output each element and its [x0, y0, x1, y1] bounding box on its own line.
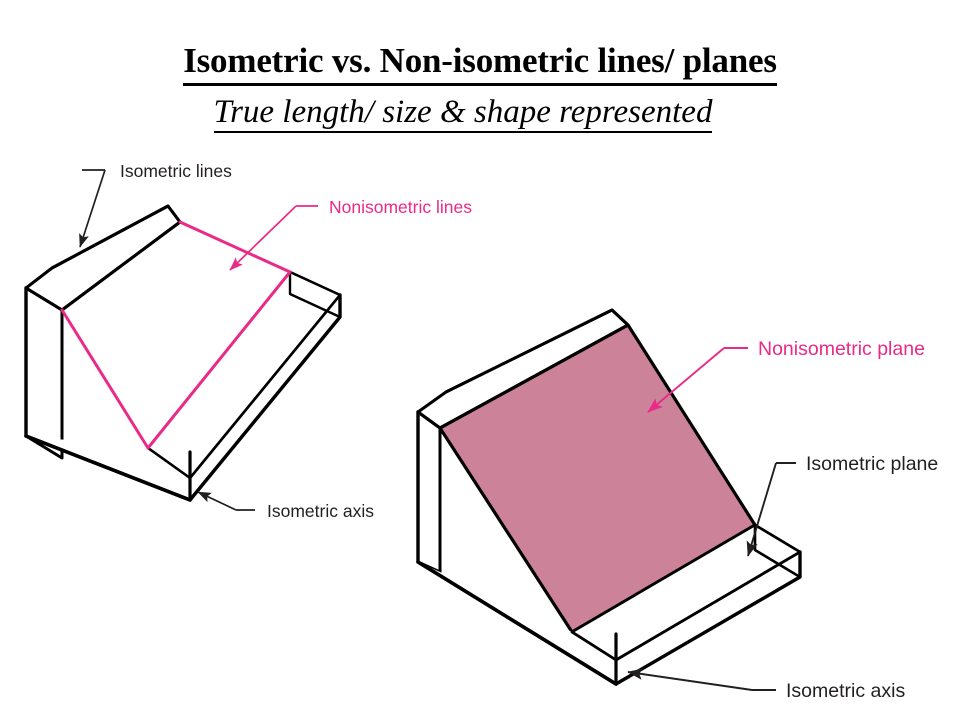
- left-leader-nonisometric-lines: [230, 205, 318, 270]
- left-wedge-bottom-edge: [24, 434, 192, 502]
- right-leader-nonisometric-plane: [648, 347, 748, 412]
- left-label-nonisometric-lines: Nonisometric lines: [329, 197, 472, 217]
- left-label-isometric-axis: Isometric axis: [267, 501, 374, 521]
- right-wedge-top-ridge: [416, 308, 630, 430]
- right-label-isometric-plane: Isometric plane: [806, 453, 938, 475]
- slide-subtitle-row: True length/ size & shape represented: [0, 93, 960, 133]
- left-nonisometric-line-right: [146, 270, 292, 450]
- left-wedge-left-face: [24, 286, 64, 460]
- left-leader-isometric-lines: [80, 169, 106, 247]
- left-label-isometric-lines: Isometric lines: [120, 161, 232, 181]
- right-leader-isometric-plane: [748, 462, 796, 556]
- slide-heading: Isometric vs. Non-isometric lines/ plane…: [0, 40, 960, 133]
- left-figure-group: Isometric lines Nonisometric lines Isome…: [24, 161, 472, 521]
- right-wedge-left-face: [416, 410, 442, 574]
- page-title: Isometric vs. Non-isometric lines/ plane…: [183, 40, 777, 86]
- left-nonisometric-line-left: [60, 308, 150, 450]
- right-wedge-bottom-edge: [416, 560, 618, 686]
- right-figure-group: Nonisometric plane Isometric plane Isome…: [416, 308, 938, 702]
- left-nonisometric-line-front: [178, 220, 292, 274]
- right-label-nonisometric-plane: Nonisometric plane: [758, 338, 925, 360]
- left-leader-isometric-axis: [198, 492, 255, 511]
- right-leader-isometric-axis: [628, 672, 776, 691]
- page-subtitle: True length/ size & shape represented: [213, 93, 713, 133]
- right-label-isometric-axis: Isometric axis: [786, 680, 905, 702]
